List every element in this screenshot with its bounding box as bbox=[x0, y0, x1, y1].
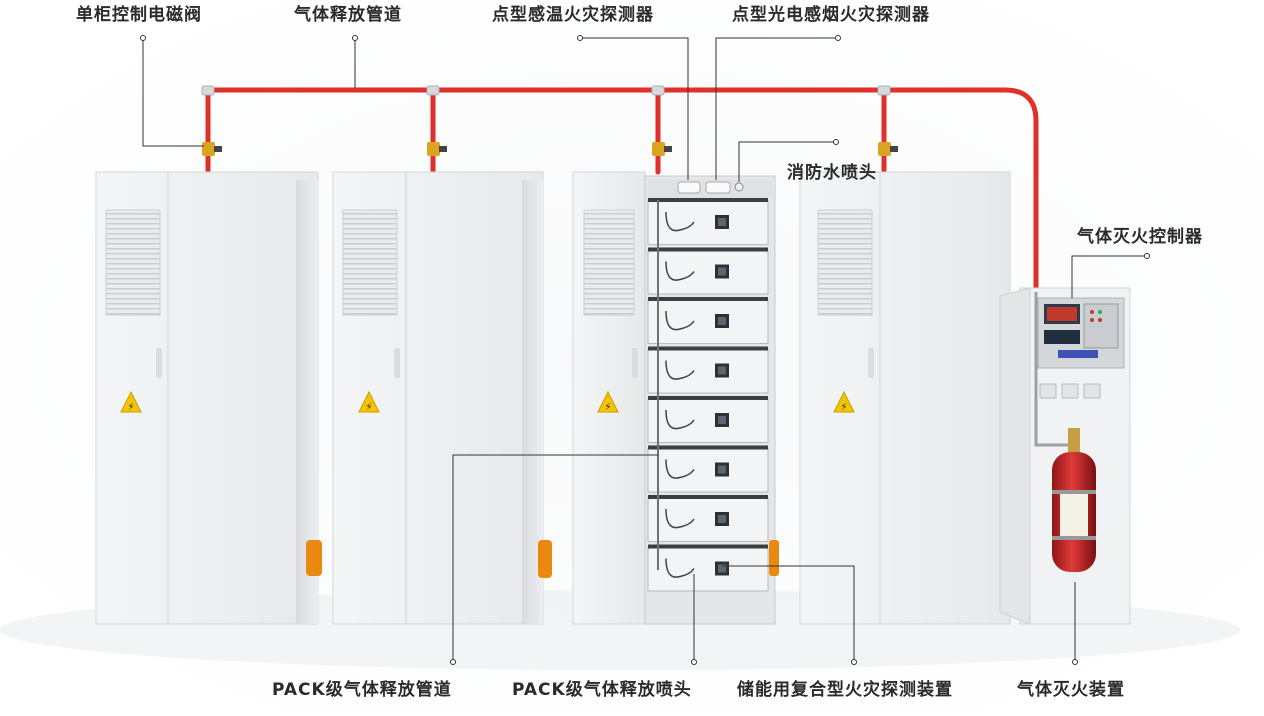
solenoid-valves bbox=[202, 142, 898, 156]
battery-pack bbox=[647, 544, 769, 592]
label-gas-extinguisher: 气体灭火装置 bbox=[1017, 680, 1125, 700]
orange-latch bbox=[769, 540, 779, 576]
battery-cabinet-3-open: ⚡ bbox=[572, 171, 779, 625]
label-water-sprinkler: 消防水喷头 bbox=[787, 163, 877, 183]
orange-latch bbox=[538, 540, 552, 578]
smoke-detector-icon bbox=[705, 181, 731, 194]
louver-vent-icon bbox=[105, 209, 161, 316]
svg-text:⚡: ⚡ bbox=[604, 402, 611, 413]
battery-pack bbox=[647, 297, 769, 344]
solenoid-valve-icon bbox=[652, 142, 672, 156]
battery-packs bbox=[647, 198, 769, 592]
label-smoke-detector: 点型光电感烟火灾探测器 bbox=[732, 5, 930, 25]
gas-controller-icon bbox=[1044, 303, 1119, 358]
solenoid-valve-icon bbox=[427, 142, 447, 156]
battery-pack bbox=[647, 396, 769, 443]
heat-detector-icon bbox=[677, 181, 701, 194]
battery-pack bbox=[647, 445, 769, 493]
leader-dots bbox=[140, 35, 1150, 665]
water-sprinkler-icon bbox=[734, 182, 744, 192]
battery-pack bbox=[647, 247, 769, 295]
gas-release-pipe bbox=[205, 87, 1039, 295]
label-heat-detector: 点型感温火灾探测器 bbox=[492, 5, 654, 25]
label-pack-release-pipe: PACK级气体释放管道 bbox=[272, 680, 452, 700]
high-voltage-warning-icon bbox=[833, 390, 855, 413]
svg-text:⚡: ⚡ bbox=[840, 402, 847, 413]
gas-extinguisher-icon bbox=[1052, 428, 1096, 572]
high-voltage-warning-icon bbox=[597, 390, 619, 413]
louver-vent-icon bbox=[342, 209, 398, 316]
battery-cabinet-4: ⚡ bbox=[799, 171, 1011, 625]
svg-text:⚡: ⚡ bbox=[127, 402, 134, 413]
label-gas-controller: 气体灭火控制器 bbox=[1077, 227, 1203, 247]
solenoid-valve-icon bbox=[202, 142, 222, 156]
battery-cabinet-1: ⚡ bbox=[95, 171, 322, 625]
louver-vent-icon bbox=[817, 209, 873, 316]
label-gas-release-pipe: 气体释放管道 bbox=[294, 5, 402, 25]
orange-latch bbox=[306, 540, 322, 576]
solenoid-valve-icon bbox=[878, 142, 898, 156]
leader-lines bbox=[142, 37, 1147, 662]
pipe-fittings bbox=[201, 85, 891, 96]
high-voltage-warning-icon bbox=[120, 390, 142, 413]
label-composite-detector: 储能用复合型火灾探测装置 bbox=[737, 680, 953, 700]
battery-pack bbox=[647, 198, 769, 245]
high-voltage-warning-icon bbox=[358, 390, 380, 413]
fire-suppression-cabinet bbox=[999, 287, 1131, 625]
svg-text:⚡: ⚡ bbox=[365, 402, 372, 413]
louver-vent-icon bbox=[583, 209, 635, 316]
battery-pack bbox=[647, 495, 769, 542]
battery-cabinet-2: ⚡ bbox=[332, 171, 552, 625]
battery-pack bbox=[647, 346, 769, 394]
label-solenoid-valve: 单柜控制电磁阀 bbox=[76, 5, 202, 25]
label-pack-release-nozzle: PACK级气体释放喷头 bbox=[512, 680, 692, 700]
